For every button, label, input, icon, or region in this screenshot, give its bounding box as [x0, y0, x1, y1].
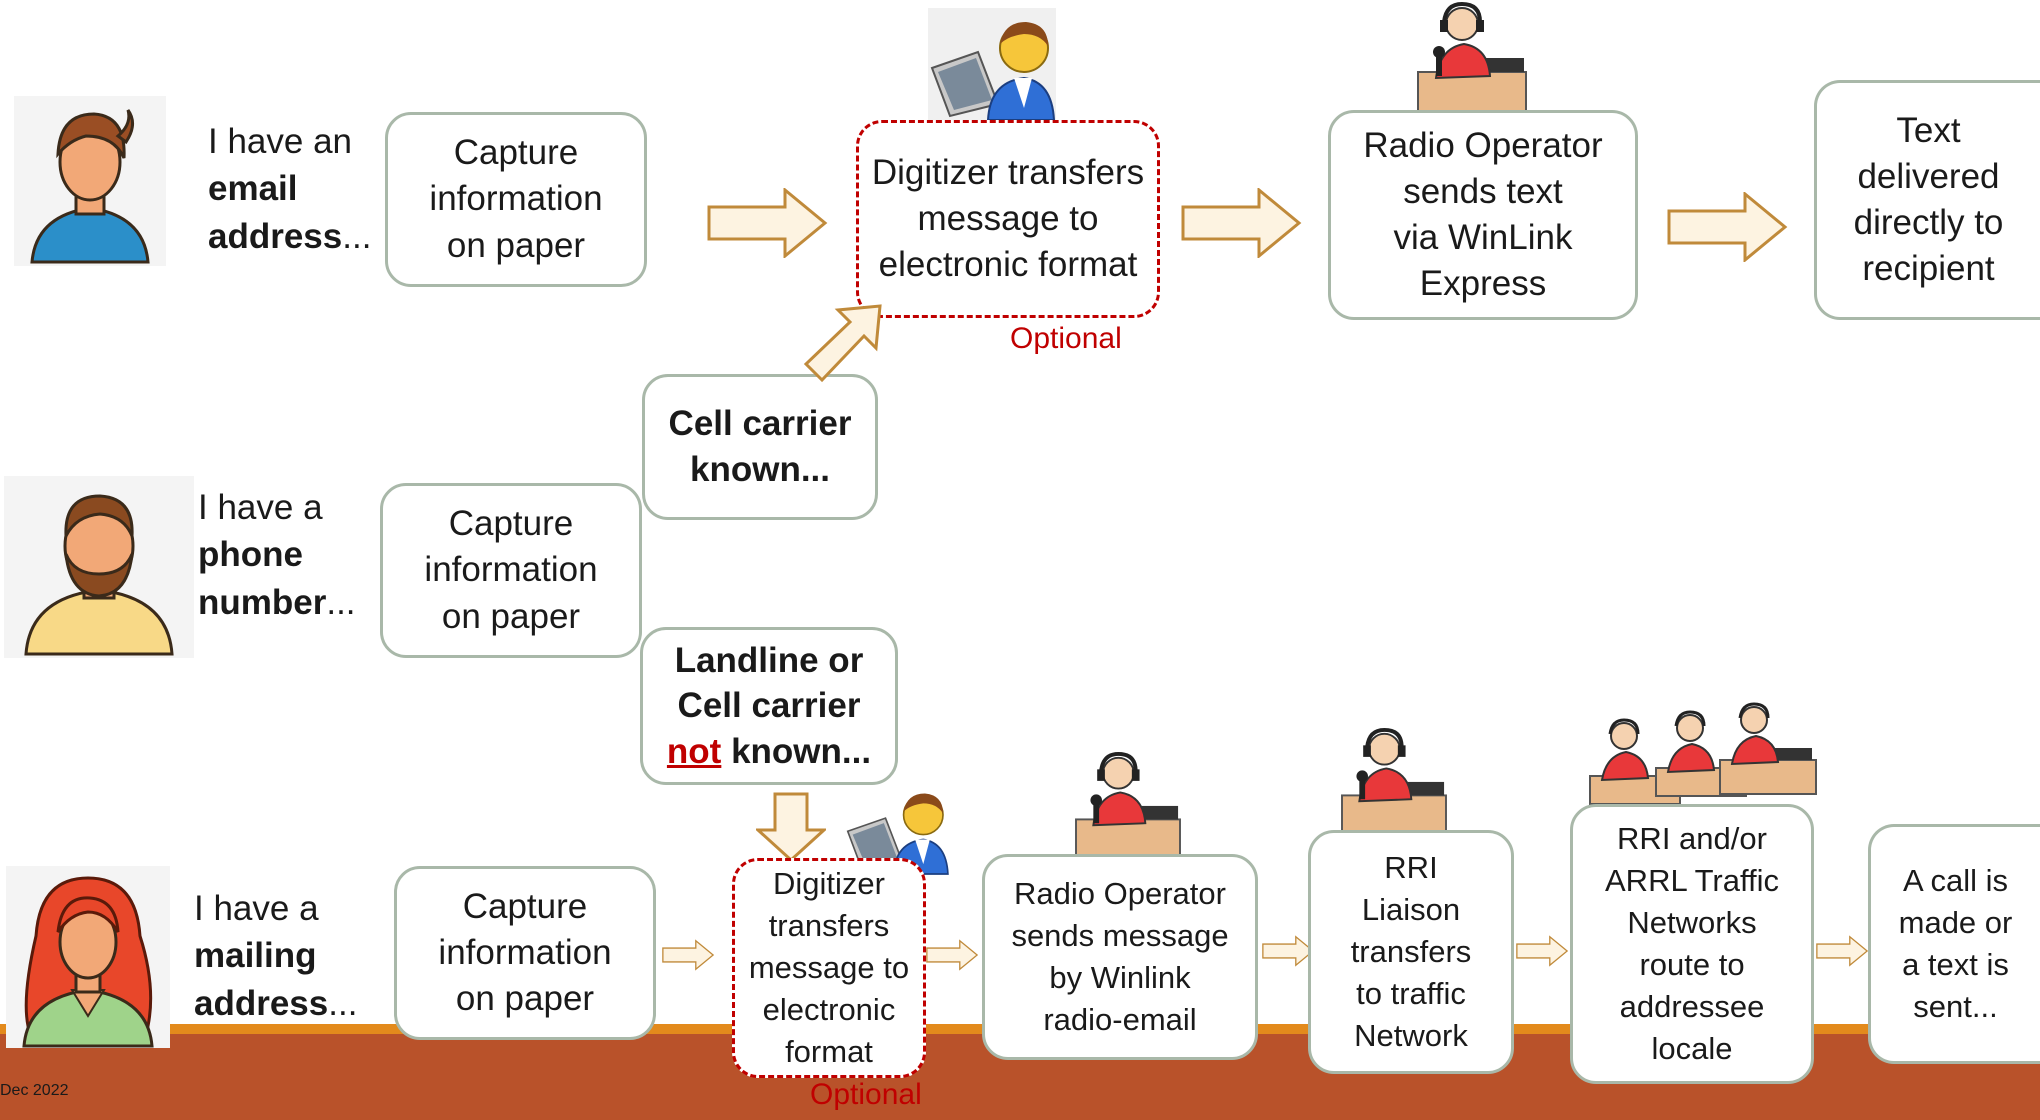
phone-capture-box: Capture information on paper [380, 483, 642, 658]
arrow-right-icon [926, 939, 978, 971]
computer-user-icon [928, 8, 1056, 121]
woman-avatar-icon [14, 96, 166, 266]
radio-operator-icon [1417, 1, 1527, 113]
computer-user-icon [846, 793, 949, 875]
mail-capture-box: Capture information on paper [394, 866, 656, 1040]
email-delivered-box: Text delivered directly to recipient [1814, 80, 2040, 320]
mail-radio-operator-box: Radio Operator sends message by Winlink … [982, 854, 1258, 1060]
arrow-right-icon [1667, 192, 1787, 262]
cell-carrier-known-box: Cell carrier known... [642, 374, 878, 520]
radio-operators-group-icon [1589, 702, 1817, 805]
email-intro: I have an email address... [208, 122, 372, 256]
arrow-up-right-icon [803, 304, 882, 383]
not-emphasis: not [666, 731, 722, 771]
footer-date: Dec 2022 [0, 1082, 69, 1099]
email-digitizer-box: Digitizer transfers message to electroni… [856, 120, 1160, 318]
arrow-right-icon [707, 188, 827, 258]
email-radio-operator-box: Radio Operator sends text via WinLink Ex… [1328, 110, 1638, 320]
arrow-right-icon [662, 939, 714, 971]
man-avatar-icon [4, 476, 194, 658]
arrow-right-icon [1816, 935, 1868, 967]
call-made-box: A call is made or a text is sent... [1868, 824, 2040, 1064]
radio-operator-icon [1075, 751, 1181, 859]
arrow-down-icon [756, 792, 826, 862]
mail-optional-label: Optional [810, 1078, 922, 1111]
traffic-networks-box: RRI and/or ARRL Traffic Networks route t… [1570, 804, 1814, 1084]
redhead-woman-avatar-icon [6, 866, 170, 1048]
arrow-right-icon [1181, 188, 1301, 258]
email-optional-label: Optional [1010, 322, 1122, 355]
email-capture-box: Capture information on paper [385, 112, 647, 287]
mail-digitizer-box: Digitizer transfers message to electroni… [732, 858, 926, 1078]
radio-operator-icon [1341, 727, 1447, 835]
landline-not-known-box: Landline or Cell carrier not known... [640, 627, 898, 785]
phone-intro: I have a phone number... [198, 488, 356, 622]
arrow-right-icon [1516, 935, 1568, 967]
arrow-right-icon [1262, 935, 1314, 967]
rri-liaison-box: RRI Liaison transfers to traffic Network [1308, 830, 1514, 1074]
mail-intro: I have a mailing address... [194, 889, 358, 1023]
